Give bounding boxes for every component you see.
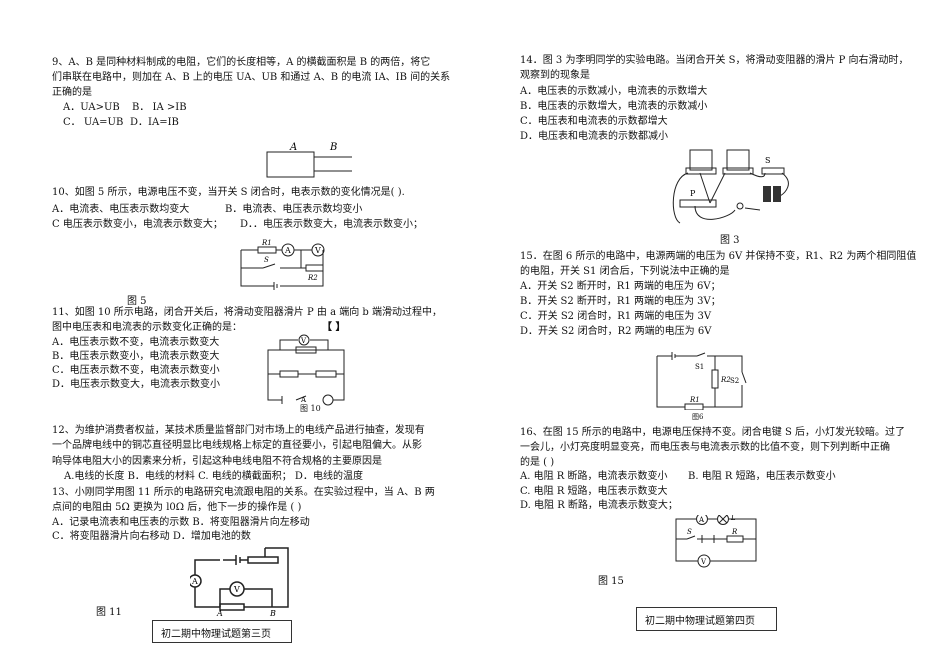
q14-option: D．电压表和电流表的示数都减小 <box>520 131 669 142</box>
q11-line: 11、如图 10 所示电路，闭合开关后，将滑动变阻器滑片 P 由 a 端向 b … <box>52 307 442 318</box>
label-r2: R2 <box>720 376 731 384</box>
figure-3-apparatus: S P <box>672 149 789 224</box>
q13-line: 13、小刚同学用图 11 所示的电路研究电流跟电阻的关系。在实验过程中，当 A、… <box>52 487 435 498</box>
figure-6-circuit: S1 R2 S2 R1 <box>656 352 747 410</box>
label-s1: S1 <box>695 363 704 371</box>
label-s2: S2 <box>730 377 739 385</box>
q13-line: 点间的电阻由 5Ω 更换为 l0Ω 后，他下一步的操作是 ( ) <box>52 502 302 513</box>
switch-label: S <box>765 156 770 165</box>
q11-option: A．电压表示数不变，电流表示数变大 <box>52 337 220 348</box>
conductor-b <box>313 156 352 172</box>
ammeter-icon: A <box>191 577 198 586</box>
voltmeter-icon: V <box>700 558 707 566</box>
slider-label: P <box>690 189 696 198</box>
q15-option: B．开关 S2 断开时，R1 两端的电压为 3V； <box>520 296 721 307</box>
q16-option: B. 电阻 R 短路，电压表示数变小 <box>688 471 836 482</box>
figure-11-circuit: A V A B <box>190 547 289 617</box>
q14-option: B．电压表的示数增大，电流表的示数减小 <box>520 101 708 112</box>
label-r2: R2 <box>307 274 318 282</box>
figure-10-caption: 图 10 <box>300 404 321 413</box>
figure-11-caption: 图 11 <box>96 607 122 618</box>
figure-15-caption: 图 15 <box>598 576 624 587</box>
ammeter-icon: A <box>300 396 307 404</box>
q9-option: B． IA >IB <box>132 102 187 113</box>
figure-10-circuit: A V <box>267 334 345 406</box>
figure-15-circuit: A V L S R <box>675 515 757 568</box>
q16-option: C. 电阻 R 短路，电压表示数变大 <box>520 486 668 497</box>
q9-line: 正确的是 <box>52 87 92 98</box>
ammeter-icon: A <box>698 516 705 524</box>
figure-5-circuit: R1 A V S R2 <box>240 239 325 290</box>
q11-line: 图中电压表和电流表的示数变化正确的是： <box>52 322 242 333</box>
q16-line: 16、在图 15 所示的电路中，电源电压保持不变。闭合电键 S 后，小灯发光较暗… <box>520 427 906 438</box>
label-b: B <box>329 142 337 153</box>
answer-bracket: 【 】 <box>322 322 346 333</box>
page-footer: 初二期中物理试题第三页 <box>152 620 292 643</box>
q10-option: D．．电压表示数变大，电流表示数变小； <box>240 219 424 230</box>
q13-option: A．记录电流表和电压表的示数 B．将变阻器滑片向左移动 <box>52 517 310 528</box>
q15-option: A．开关 S2 断开时，R1 两端的电压为 6V； <box>520 281 721 292</box>
q12-line: 12、为维护消费者权益，某技术质量监督部门对市场上的电线产品进行抽查，发现有 <box>52 425 425 436</box>
label-r1: R1 <box>261 239 272 247</box>
q9-option: D．IA=IB <box>130 117 179 128</box>
q14-option: C．电压表和电流表的示数都增大 <box>520 116 668 127</box>
q15-option: C．开关 S2 闭合时，R1 两端的电压为 3V <box>520 311 712 322</box>
q16-option: D. 电阻 R 断路，电流表示数变大； <box>520 500 678 511</box>
q11-option: C．电压表示数不变，电流表示数变小 <box>52 365 220 376</box>
ammeter-icon: A <box>284 246 291 255</box>
q15-line: 15．在图 6 所示的电路中，电源两端的电压为 6V 并保持不变，R1、R2 为… <box>520 251 917 262</box>
voltmeter-icon: V <box>300 337 307 345</box>
voltmeter-icon: V <box>233 585 240 594</box>
q10-option: C 电压表示数变小，电流表示数变大； <box>52 219 223 230</box>
label-a: A <box>216 609 223 617</box>
q12-options: A.电线的长度 B．电线的材料 C. 电线的横截面积； D．电线的温度 <box>64 471 363 482</box>
label-s: S <box>264 256 269 264</box>
q13-option: C．将变阻器滑片向右移动 D．增加电池的数 <box>52 531 251 542</box>
page-footer: 初二期中物理试题第四页 <box>636 607 777 631</box>
q16-option: A. 电阻 R 断路，电流表示数变小 <box>520 471 668 482</box>
q15-line: 的电阻，开关 S1 闭合后，下列说法中正确的是 <box>520 266 730 277</box>
q10-option: A．电流表、电压表示数均变大 <box>52 204 190 215</box>
q11-option: B．电压表示数变小，电流表示数变大 <box>52 351 220 362</box>
label-b: B <box>269 609 276 617</box>
q10-line: 10、如图 5 所示，电源电压不变，当开关 S 闭合时，电表示数的变化情况是( … <box>52 187 405 198</box>
voltmeter-icon: V <box>314 246 321 255</box>
q14-option: A．电压表的示数减小，电流表的示数增大 <box>520 86 708 97</box>
figure-5-caption: 图 5 <box>127 296 147 307</box>
q9-option: C． UA=UB <box>63 117 124 128</box>
q12-line: 响导体电阻大小的因素来分析，引起这种电线电阻不符合规格的主要原因是 <box>52 456 382 467</box>
figure-6-caption: 图6 <box>692 413 704 421</box>
q9-line: 9、A、B 是同种材料制成的电阻，它们的长度相等，A 的横截面积是 B 的两倍，… <box>52 57 431 68</box>
q9-line: 们串联在电路中，则加在 A、B 上的电压 UA、UB 和通过 A、B 的电流 I… <box>52 72 451 83</box>
q10-option: B．电流表、电压表示数均变小 <box>225 204 363 215</box>
q15-option: D．开关 S2 闭合时，R2 两端的电压为 6V <box>520 326 712 337</box>
label-a: A <box>289 142 297 153</box>
conductor-a <box>266 151 315 178</box>
q16-line: 一会儿，小灯亮度明显变亮，而电压表与电流表示数的比值不变，则下列判断中正确 <box>520 442 890 453</box>
q16-line: 的是 ( ) <box>520 457 555 468</box>
conductor-ab-figure: A B <box>266 142 352 178</box>
q11-option: D．电压表示数变大，电流表示数变小 <box>52 379 221 390</box>
q14-line: 14．图 3 为李明同学的实验电路。当闭合开关 S，将滑动变阻器的滑片 P 向右… <box>520 55 909 66</box>
figure-3-caption: 图 3 <box>720 235 740 246</box>
label-r1: R1 <box>689 396 700 404</box>
q14-line: 观察到的现象是 <box>520 70 590 81</box>
resistor-label: R <box>731 528 738 536</box>
lamp-label: L <box>730 515 736 522</box>
switch-label: S <box>687 528 692 536</box>
q12-line: 一个品牌电线中的铜芯直径明显比电线规格上标定的直径要小，引起电阻偏大。从影 <box>52 440 422 451</box>
q9-option: A．UA>UB <box>63 102 120 113</box>
